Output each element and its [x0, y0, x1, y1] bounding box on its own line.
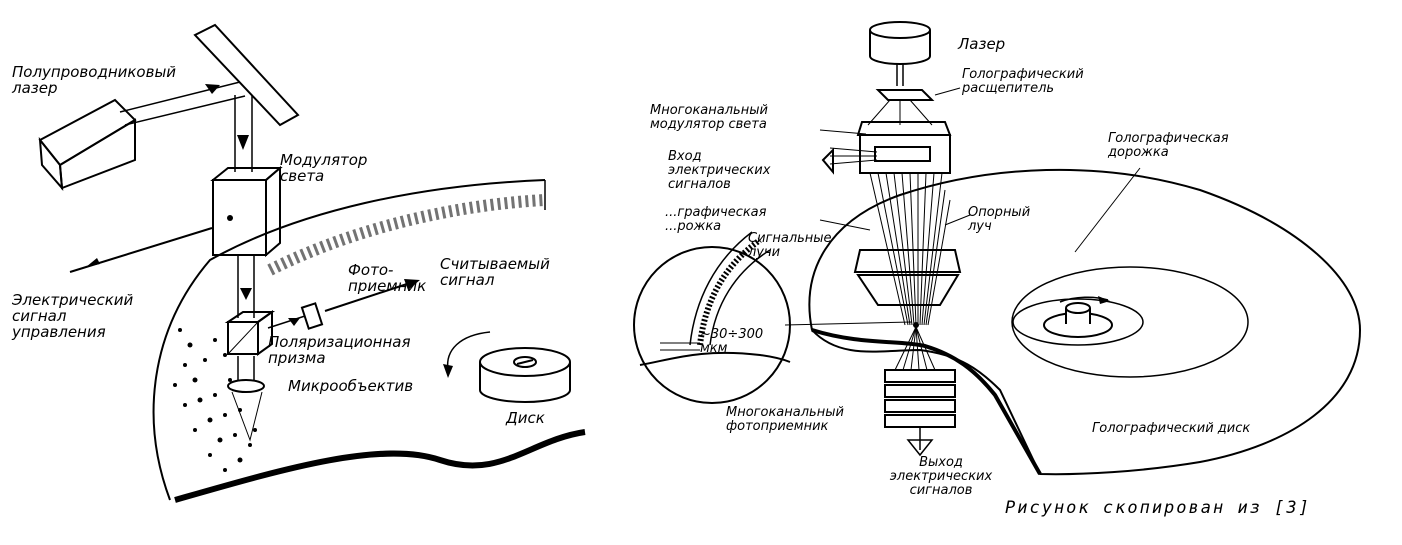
- right-holo-track-text: Голографическая дорожка: [1108, 131, 1229, 160]
- right-modulator-text: Многоканальный модулятор света: [650, 103, 768, 132]
- left-mirror: [193, 23, 300, 127]
- right-laser: [869, 21, 931, 86]
- left-input-label: Электрический сигнал управления: [12, 291, 134, 341]
- left-disk-text: Диск: [506, 409, 545, 427]
- left-diagram: [38, 23, 586, 503]
- left-objective-text: Микрообъектив: [288, 377, 414, 395]
- right-lens-upper: [853, 249, 962, 273]
- right-output-text: Выход электрических сигналов: [889, 455, 993, 498]
- right-signal-beams-label: Сигнальные лучи: [748, 232, 838, 260]
- right-splitter-text: Голографический расщепитель: [962, 67, 1084, 96]
- left-disk-edge: [152, 179, 546, 501]
- left-beam-horizontal: [119, 81, 241, 113]
- left-input-text: Электрический сигнал управления: [12, 291, 134, 341]
- left-laser-text: Полупроводниковый лазер: [12, 63, 177, 97]
- right-modulator-label: Многоканальный модулятор света: [650, 104, 790, 132]
- right-splitter-label: Голографический расщепитель: [962, 68, 1092, 96]
- right-dimension-label: ~30÷300 мкм: [700, 328, 780, 356]
- right-disk-label: Голографический диск: [1092, 422, 1250, 436]
- left-prism-text: Поляризационная призма: [268, 333, 411, 367]
- right-holo-track: [1011, 266, 1249, 378]
- right-splitter: [875, 89, 935, 101]
- left-objective-label: Микрообъектив: [288, 378, 413, 394]
- right-disk-text: Голографический диск: [1092, 421, 1251, 436]
- left-photodetector: [300, 302, 324, 330]
- right-signal-beams-text: Сигнальные лучи: [748, 231, 832, 260]
- left-disk-track: [173, 328, 257, 472]
- right-laser-text: Лазер: [958, 35, 1006, 53]
- right-output-label: Выход электрических сигналов: [876, 456, 1006, 498]
- right-zoom-circle: [633, 231, 791, 404]
- caption-text: Рисунок скопирован из [3]: [1005, 498, 1311, 518]
- left-laser-label: Полупроводниковый лазер: [12, 64, 182, 96]
- right-input-text: Вход электрических сигналов: [668, 149, 771, 192]
- right-dimension-text: ~30÷300 мкм: [700, 327, 764, 356]
- right-disk-cut: [811, 328, 1042, 475]
- left-prism-label: Поляризационная призма: [268, 334, 428, 366]
- right-diagram: [633, 21, 1362, 476]
- left-disk-band: [267, 194, 546, 276]
- left-photodetector-label: Фото-приемник: [348, 261, 427, 295]
- left-rotation-arrow: [446, 331, 491, 371]
- caption: Рисунок скопирован из [3]: [1005, 498, 1311, 518]
- right-reference-beam-label: Опорный луч: [968, 206, 1038, 234]
- left-prism: [224, 310, 276, 356]
- right-track-zoom-text: ...графическая ...рожка: [665, 205, 767, 234]
- left-photodetector-text: Фото-приемник: [348, 261, 427, 295]
- left-modulator-text: Модулятор света: [280, 151, 368, 185]
- right-photodetector-label: Многоканальный фотоприемник: [726, 406, 866, 434]
- left-modulator-label: Модулятор света: [280, 151, 368, 185]
- left-disk-rim: [174, 429, 586, 503]
- left-laser: [38, 98, 137, 191]
- right-modulator: [821, 121, 952, 175]
- left-modulator: [210, 165, 283, 258]
- right-holo-track-label: Голографическая дорожка: [1108, 132, 1258, 160]
- right-photodetector: [884, 369, 956, 457]
- right-input-label: Вход электрических сигналов: [668, 150, 798, 192]
- right-track-zoom-label: ...графическая ...рожка: [665, 205, 767, 234]
- left-read-signal-text: Считываемый сигнал: [440, 255, 550, 289]
- right-laser-label: Лазер: [958, 36, 1005, 52]
- right-reference-beam-text: Опорный луч: [968, 205, 1031, 234]
- left-disk-label: Диск: [506, 410, 545, 426]
- left-objective: [227, 379, 265, 393]
- left-read-signal-label: Считываемый сигнал: [440, 256, 560, 288]
- left-spindle: [479, 347, 571, 403]
- right-lens-lower: [856, 274, 960, 306]
- right-photodetector-text: Многоканальный фотоприемник: [726, 405, 844, 434]
